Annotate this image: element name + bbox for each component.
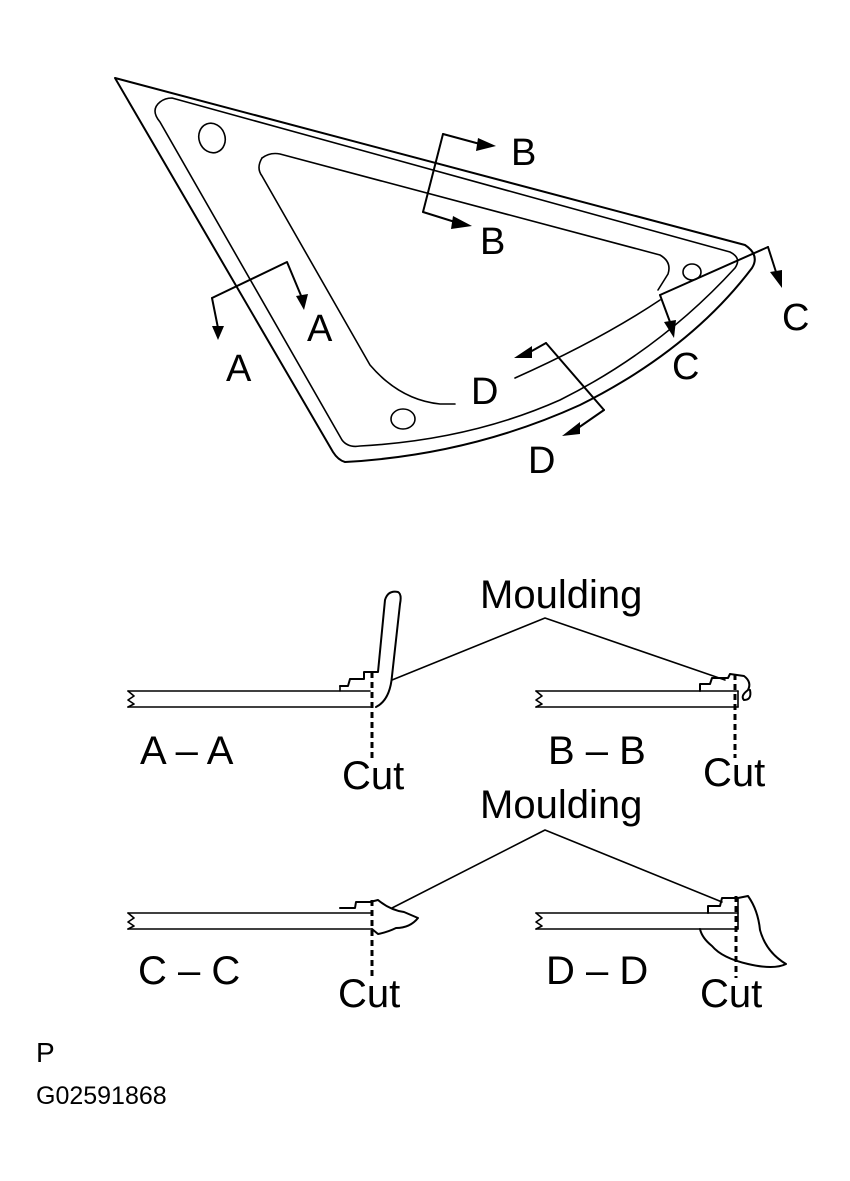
label-c-lower: C [672, 346, 699, 388]
section-dd: D – D Cut [535, 895, 787, 1016]
mounting-hole-upper [197, 122, 227, 154]
cut-label-aa: Cut [342, 754, 404, 798]
mounting-hole-lower [390, 408, 416, 430]
section-marker-c: C C [659, 246, 809, 388]
section-cc: C – C Cut [127, 899, 419, 1016]
section-aa-label: A – A [140, 729, 234, 773]
section-bb: B – B Cut [535, 673, 765, 795]
label-b-lower: B [480, 221, 505, 263]
label-d-upper: D [471, 371, 498, 413]
label-c-right: C [782, 297, 809, 339]
moulding-leader-top [391, 617, 726, 681]
figure-id: G02591868 [36, 1082, 167, 1110]
glass-visible-area [258, 157, 456, 405]
section-marker-b: B B [422, 132, 536, 263]
section-aa: A – A Cut [127, 590, 404, 798]
label-a-lower: A [226, 348, 252, 390]
label-a-upper: A [307, 308, 333, 350]
label-d-lower: D [528, 440, 555, 482]
moulding-inner-edge [154, 97, 739, 448]
section-dd-label: D – D [546, 949, 648, 993]
cut-label-dd: Cut [700, 972, 762, 1016]
section-marker-a: A A [211, 261, 333, 390]
glass-outer-edge [114, 77, 756, 463]
moulding-label-top: Moulding [480, 573, 642, 617]
section-cc-label: C – C [138, 949, 240, 993]
section-marker-d: D D [471, 342, 605, 482]
moulding-label-bottom: Moulding [480, 783, 642, 827]
cut-label-bb: Cut [703, 751, 765, 795]
label-b-upper: B [511, 132, 536, 174]
quarter-window-glass [114, 77, 756, 463]
view-letter: P [36, 1037, 55, 1068]
cut-label-cc: Cut [338, 972, 400, 1016]
section-bb-label: B – B [548, 729, 646, 773]
moulding-leader-bottom [391, 829, 723, 909]
